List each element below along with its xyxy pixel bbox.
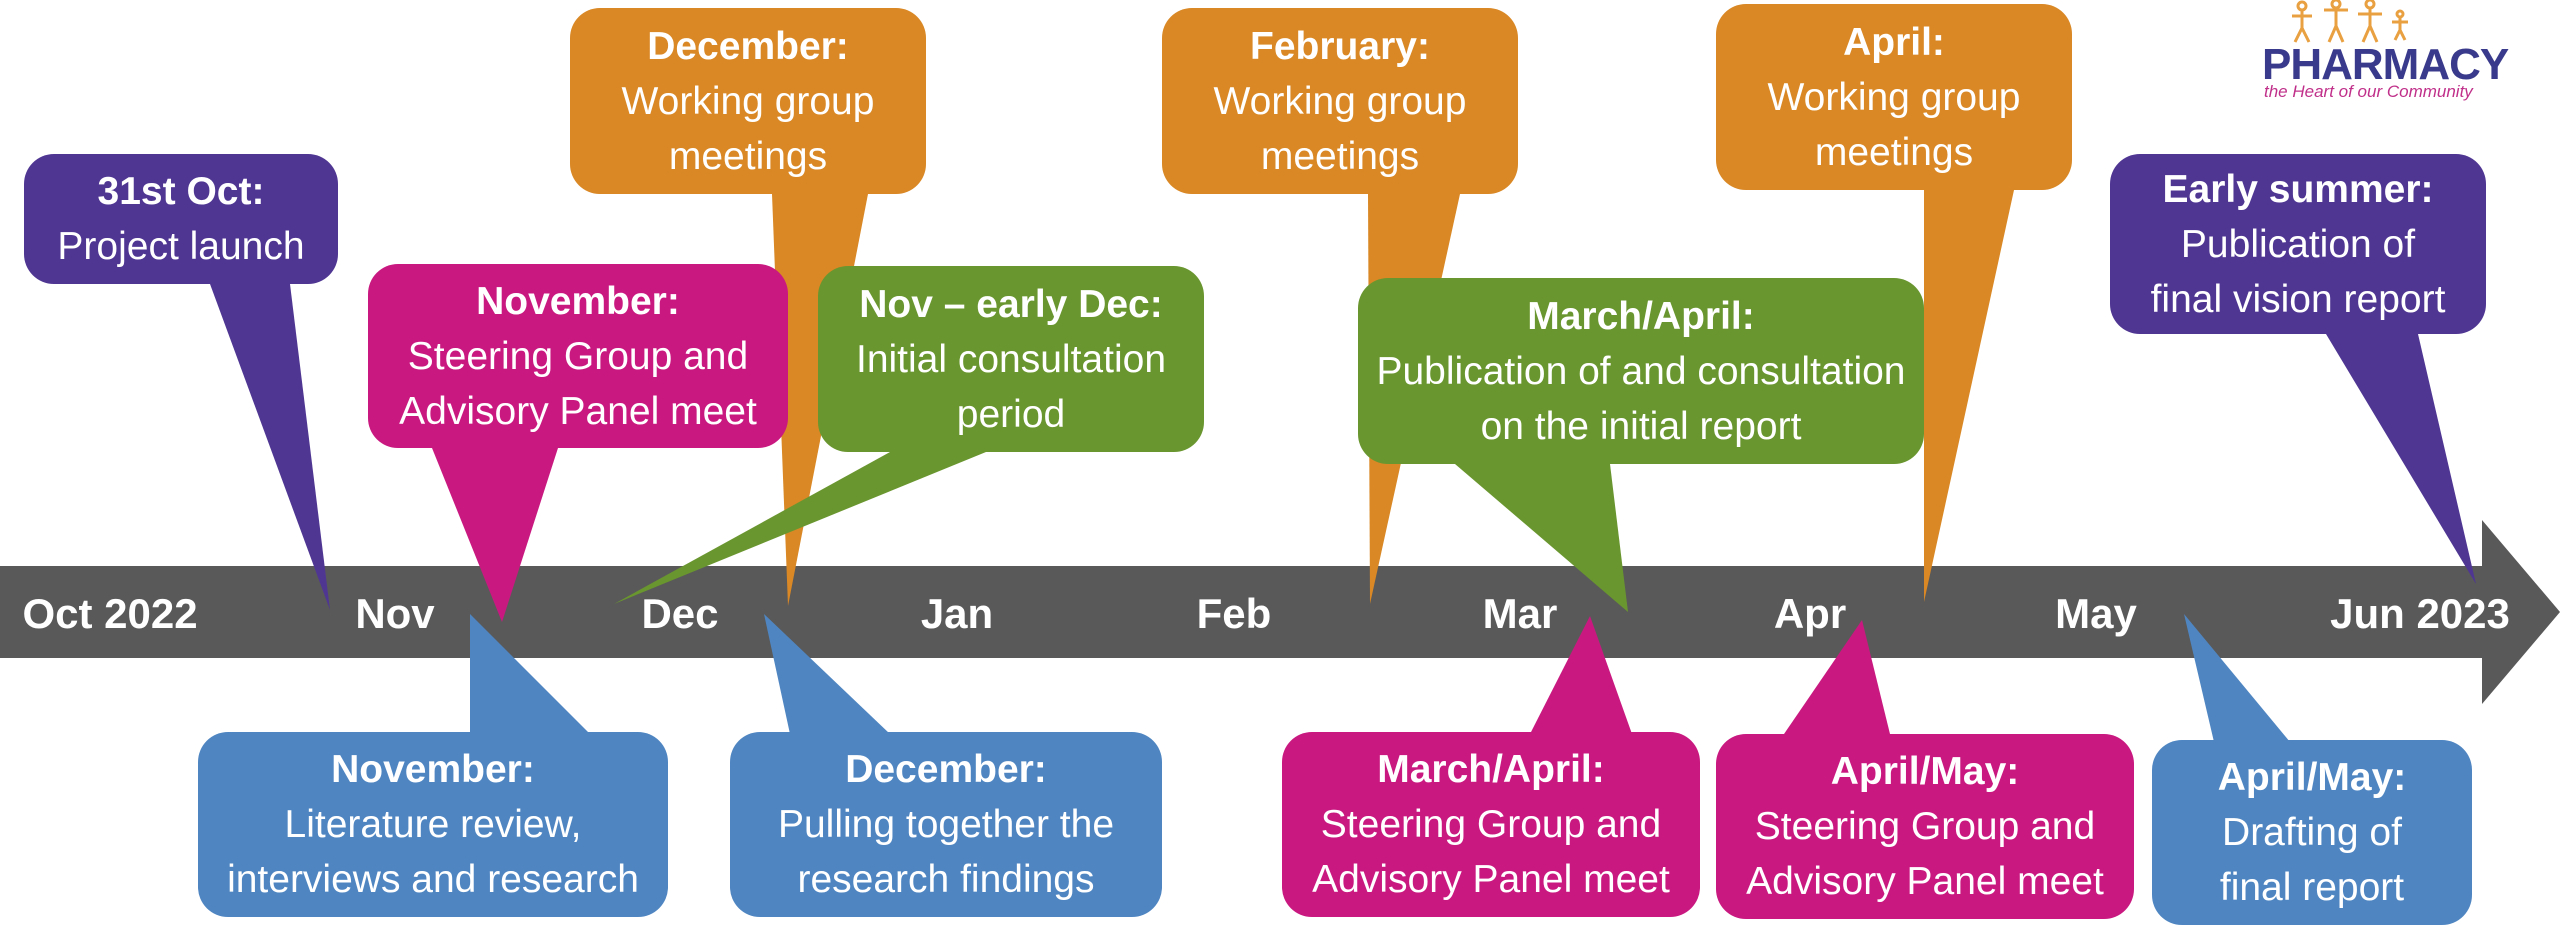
event-callout-oct-launch: 31st Oct: Project launch [24, 154, 338, 284]
axis-label: Mar [1482, 590, 1558, 637]
event-description-line: final report [2219, 866, 2405, 909]
event-heading: March/April: [1527, 294, 1755, 338]
event-callout-nov-dec-consultation: Nov – early Dec: Initial consultation peri… [818, 266, 1204, 452]
axis-label: Jan [920, 590, 994, 637]
logo-tagline: the Heart of our Community [2264, 82, 2473, 101]
event-callout-apr-working: April: Working group meetings [1716, 4, 2072, 190]
event-description-line: Literature review, [284, 803, 582, 846]
event-heading: November: [331, 748, 535, 791]
callout-pointer-dec-findings [764, 614, 890, 734]
event-heading: February: [1250, 24, 1430, 68]
axis-label: Feb [1196, 590, 1272, 637]
event-callout-summer-final: Early summer: Publication of final vision … [2110, 154, 2486, 334]
callout-pointer-apr-may-steering [1784, 620, 1890, 734]
event-description-line: Advisory Panel meet [399, 389, 757, 433]
timeline-arrow [0, 520, 2560, 704]
event-description-line: Working group [1213, 79, 1467, 123]
event-heading: April: [1843, 20, 1945, 64]
event-description-line: Initial consultation [855, 337, 1167, 381]
event-description-line: meetings [1814, 130, 1974, 174]
callout-pointer-summer-final [2326, 334, 2476, 584]
event-heading: December: [647, 24, 849, 68]
callout-pointer-nov-literature [470, 614, 590, 734]
event-callout-apr-may-drafting: April/May: Drafting of final report [2152, 740, 2472, 925]
event-heading: April/May: [1830, 750, 2020, 793]
logo-name: PHARMACY [2262, 40, 2509, 89]
event-description-line: Publication of [2180, 222, 2416, 266]
event-description-line: meetings [1260, 134, 1420, 178]
event-heading: December: [845, 748, 1047, 791]
event-description-line: final vision report [2150, 277, 2446, 321]
axis-label: Apr [1773, 590, 1847, 637]
event-heading: Nov – early Dec: [859, 282, 1163, 326]
axis-label: Dec [641, 590, 719, 637]
event-heading: March/April: [1377, 748, 1605, 791]
event-callout-dec-working: December: Working group meetings [570, 8, 926, 194]
event-description-line: Steering Group and [1754, 805, 2096, 848]
callout-pointer-nov-dec-consultation [614, 452, 986, 604]
callout-pointer-apr-may-drafting [2184, 614, 2290, 742]
event-description-line: research findings [797, 858, 1095, 901]
event-description-line: interviews and research [227, 858, 639, 901]
event-description-line: Drafting of [2222, 811, 2402, 854]
event-description-line: Steering Group and [1320, 803, 1662, 846]
event-description-line: Working group [1767, 75, 2021, 119]
event-description-line: Advisory Panel meet [1746, 860, 2104, 903]
event-callout-dec-findings: December: Pulling together the research fi… [730, 732, 1162, 917]
event-description-line: period [956, 392, 1066, 436]
event-description-line: meetings [668, 134, 828, 178]
event-description-line: Steering Group and [407, 334, 749, 378]
event-callout-nov-literature: November: Literature review, interviews an… [198, 732, 668, 917]
callout-pointer-oct-launch [210, 284, 330, 610]
axis-label: May [2055, 590, 2137, 637]
event-description-line: Working group [621, 79, 875, 123]
event-description-line: Pulling together the [777, 803, 1115, 846]
callout-pointer-mar-apr-publication [1455, 464, 1628, 612]
event-callout-mar-apr-publication: March/April: Publication of and consultat… [1358, 278, 1924, 464]
event-description-line: Publication of and consultation [1376, 349, 1906, 393]
callout-pointer-apr-working [1924, 190, 2014, 602]
event-heading: Early summer: [2162, 167, 2434, 211]
people-figures-icon [2292, 0, 2408, 43]
event-heading: April/May: [2217, 756, 2407, 799]
callout-pointer-mar-apr-steering [1530, 616, 1632, 734]
event-heading: November: [476, 279, 680, 323]
event-callout-feb-working: February: Working group meetings [1162, 8, 1518, 194]
event-heading: 31st Oct: [97, 170, 265, 213]
event-description-line: Project launch [57, 225, 305, 268]
axis-label: Oct 2022 [22, 590, 198, 637]
axis-label: Jun 2023 [2330, 590, 2510, 637]
event-description-line: on the initial report [1480, 404, 1802, 448]
callout-pointer-nov-steering [432, 448, 558, 622]
event-description-line: Advisory Panel meet [1312, 858, 1670, 901]
axis-label: Nov [355, 590, 435, 637]
